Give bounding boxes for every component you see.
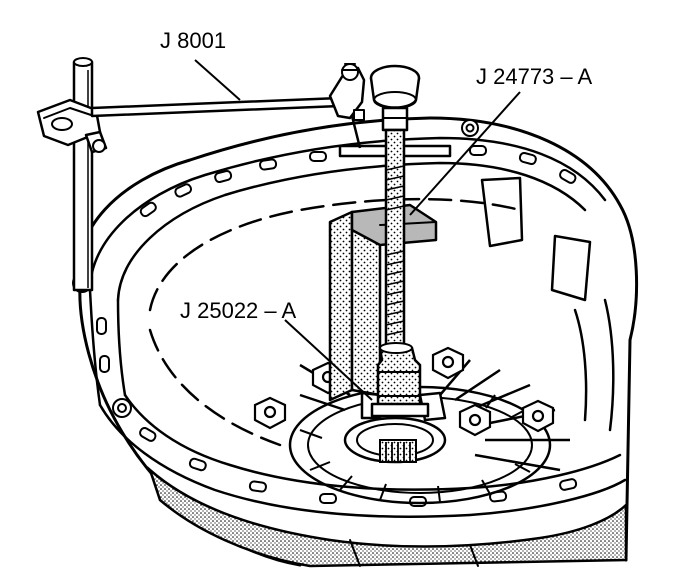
- leader-lines: [194, 59, 521, 401]
- label-j24773a: J 24773 – A: [476, 64, 593, 89]
- dial-indicator-stand: [36, 57, 366, 292]
- label-j8001: J 8001: [160, 28, 226, 53]
- puller-bracket: [328, 203, 447, 422]
- adapter-tool: [370, 342, 430, 418]
- transmission-case: [72, 116, 639, 568]
- label-j25022a: J 25022 – A: [180, 298, 297, 323]
